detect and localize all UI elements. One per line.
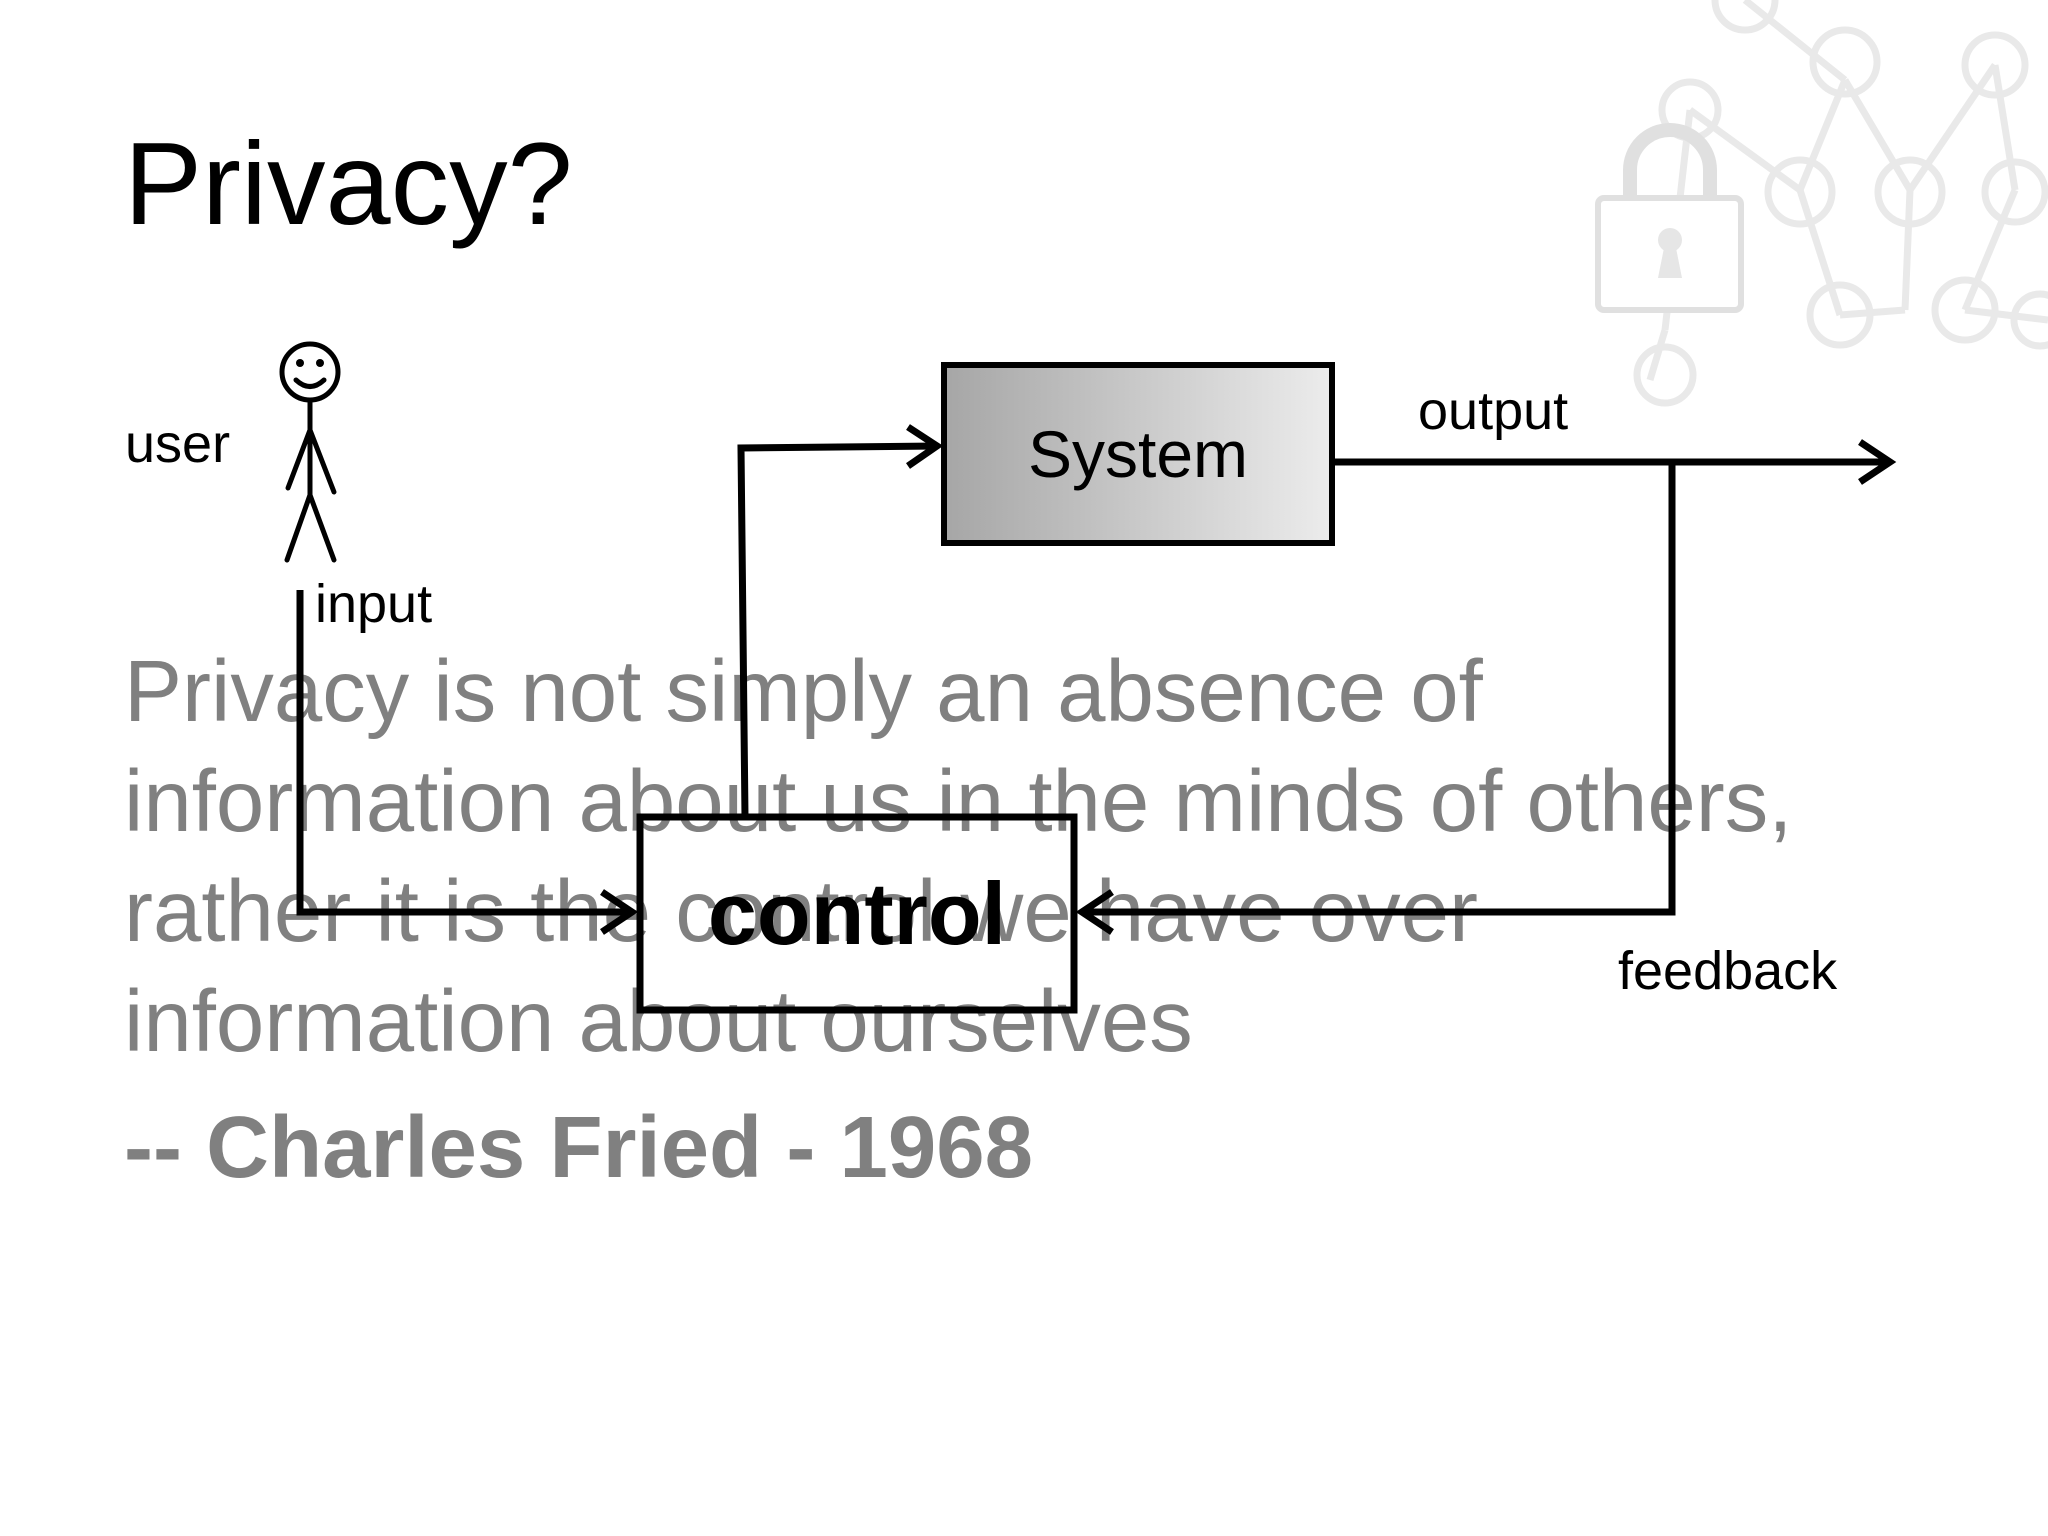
user-label: user xyxy=(125,414,231,474)
feedback-arrowhead xyxy=(1075,889,1114,935)
feedback-label: feedback xyxy=(1618,941,1838,1001)
output-label: output xyxy=(1418,381,1569,441)
system-label: System xyxy=(1027,417,1249,491)
user-stick-figure-icon xyxy=(279,341,341,563)
input-label: input xyxy=(315,574,433,634)
input-arrowhead xyxy=(600,889,639,935)
control-to-system-arrowhead xyxy=(906,424,944,469)
input-arrow xyxy=(296,590,632,916)
feedback-arrow xyxy=(1082,462,1676,916)
control-box xyxy=(636,813,1078,1014)
slide-title: Privacy? xyxy=(124,118,573,249)
control-label: control xyxy=(707,863,1007,963)
output-arrowhead xyxy=(1858,439,1897,485)
quote-attribution: -- Charles Fried - 1968 xyxy=(124,1099,1033,1196)
control-to-system-arrow xyxy=(737,442,938,818)
system-box xyxy=(941,362,1335,546)
